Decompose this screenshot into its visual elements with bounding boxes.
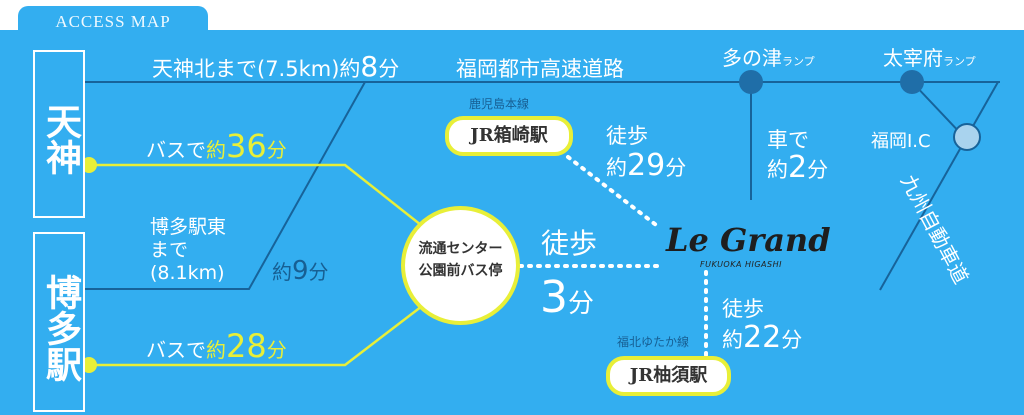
bus-hakata-approx: 約 [206, 338, 226, 362]
bus-hakata-pre: バスで [146, 338, 206, 362]
dazaifu-ramp-name: 太宰府 [883, 46, 943, 70]
car-unit: 分 [807, 158, 829, 182]
kyushu-expressway-road [879, 81, 999, 291]
yusu-line-name: 福北ゆたか線 [617, 335, 690, 349]
bus-tenjin-minutes: 36 [226, 127, 267, 165]
bus-tenjin-pre: バスで [146, 138, 206, 162]
hakata-east-time: 約9分 [272, 256, 329, 286]
fukuoka-ic-label: 福岡I.C [871, 131, 931, 152]
car-label: 車で [767, 128, 809, 152]
jr-hakozaki-station: JR箱崎駅 [445, 116, 573, 156]
expressway-tenjin-distance: (7.5km) [257, 57, 340, 81]
expressway-tenjin-label: 天神北まで(7.5km)約8分 [152, 50, 399, 83]
hakata-east-road [85, 81, 366, 290]
car-approx: 約 [767, 158, 788, 182]
dazaifu-ramp-dot [900, 70, 924, 94]
yusu-walk-time: 約22分 [722, 320, 802, 355]
yusu-walk-unit: 分 [781, 328, 803, 352]
car-minutes: 2 [788, 150, 808, 185]
yusu-walk-label: 徒歩 [722, 297, 764, 321]
jr-yusu-station: JR柚須駅 [606, 356, 731, 396]
walk-busstop-time: 3分 [540, 272, 594, 323]
hakata-east-unit: 分 [308, 260, 329, 284]
hakozaki-walk-minutes: 29 [627, 148, 666, 183]
hakata-east-approx: 約 [272, 260, 292, 284]
tatara-ramp-dot [739, 70, 763, 94]
walk-busstop-unit: 分 [568, 289, 595, 319]
bus-tenjin-unit: 分 [266, 138, 287, 162]
header-label: ACCESS MAP [55, 12, 171, 31]
hakata-station-box: 博多駅 [33, 232, 85, 412]
expressway-tenjin-dest: 天神北まで [152, 57, 257, 81]
hakata-east-line1: 博多駅東 [150, 216, 227, 238]
fukuoka-ic-marker [953, 123, 981, 151]
tatara-ramp-label: 多の津ランプ [722, 42, 815, 71]
hakozaki-walk-label: 徒歩 [606, 124, 648, 148]
hakozaki-walk-approx: 約 [606, 156, 627, 180]
bus-stop-name: 流通センター 公園前バス停 [405, 238, 516, 282]
bus-hakata-unit: 分 [266, 338, 287, 362]
hakata-east-label: 博多駅東 まで (8.1km) [150, 216, 226, 285]
bus-stop-line1: 流通センター [418, 241, 503, 257]
tenjin-station-name: 天神 [40, 103, 82, 175]
hakata-east-minutes: 9 [292, 256, 309, 286]
tenjin-bus-dot [81, 157, 97, 173]
tatara-ramp-suffix: ランプ [782, 55, 815, 68]
bus-route-hakata [89, 299, 431, 367]
walk-path-hakozaki [566, 155, 662, 230]
walk-busstop-minutes: 3 [540, 272, 568, 323]
hakata-station-name: 博多駅 [40, 274, 82, 382]
expressway-tenjin-approx: 約 [339, 57, 361, 81]
hakozaki-walk-time: 約29分 [606, 148, 686, 183]
walk-busstop-label: 徒歩 [541, 227, 598, 260]
bus-tenjin-approx: 約 [206, 138, 226, 162]
tenjin-station-box: 天神 [33, 50, 85, 218]
header-tab [18, 6, 208, 36]
dazaifu-ramp-label: 太宰府ランプ [883, 42, 976, 71]
car-time: 約2分 [767, 150, 828, 185]
hakozaki-walk-unit: 分 [665, 156, 687, 180]
bus-hakata-label: バスで約28分 [146, 330, 287, 363]
hakozaki-line-name: 鹿児島本線 [469, 97, 530, 111]
le-grand-logo-sub: FUKUOKA HIGASHI [700, 260, 782, 269]
dazaifu-connector-road [911, 81, 965, 138]
map-background [0, 30, 1024, 415]
bus-tenjin-label: バスで約36分 [146, 130, 287, 163]
le-grand-logo: Le Grand [666, 221, 831, 259]
hakata-east-line3: (8.1km) [150, 262, 225, 284]
hakata-east-line2: まで [150, 239, 189, 261]
expressway-tenjin-unit: 分 [378, 57, 400, 81]
hakata-bus-dot [81, 357, 97, 373]
yusu-walk-minutes: 22 [743, 320, 782, 355]
bus-hakata-minutes: 28 [226, 327, 267, 365]
bus-stop-circle: 流通センター 公園前バス停 [401, 206, 520, 325]
bus-stop-line2: 公園前バス停 [418, 263, 503, 279]
expressway-name: 福岡都市高速道路 [456, 57, 624, 81]
bus-route-tenjin [89, 163, 441, 241]
tatara-ramp-name: 多の津 [722, 46, 782, 70]
yusu-walk-approx: 約 [722, 328, 743, 352]
expressway-tenjin-minutes: 8 [360, 50, 379, 83]
dazaifu-ramp-suffix: ランプ [943, 55, 976, 68]
